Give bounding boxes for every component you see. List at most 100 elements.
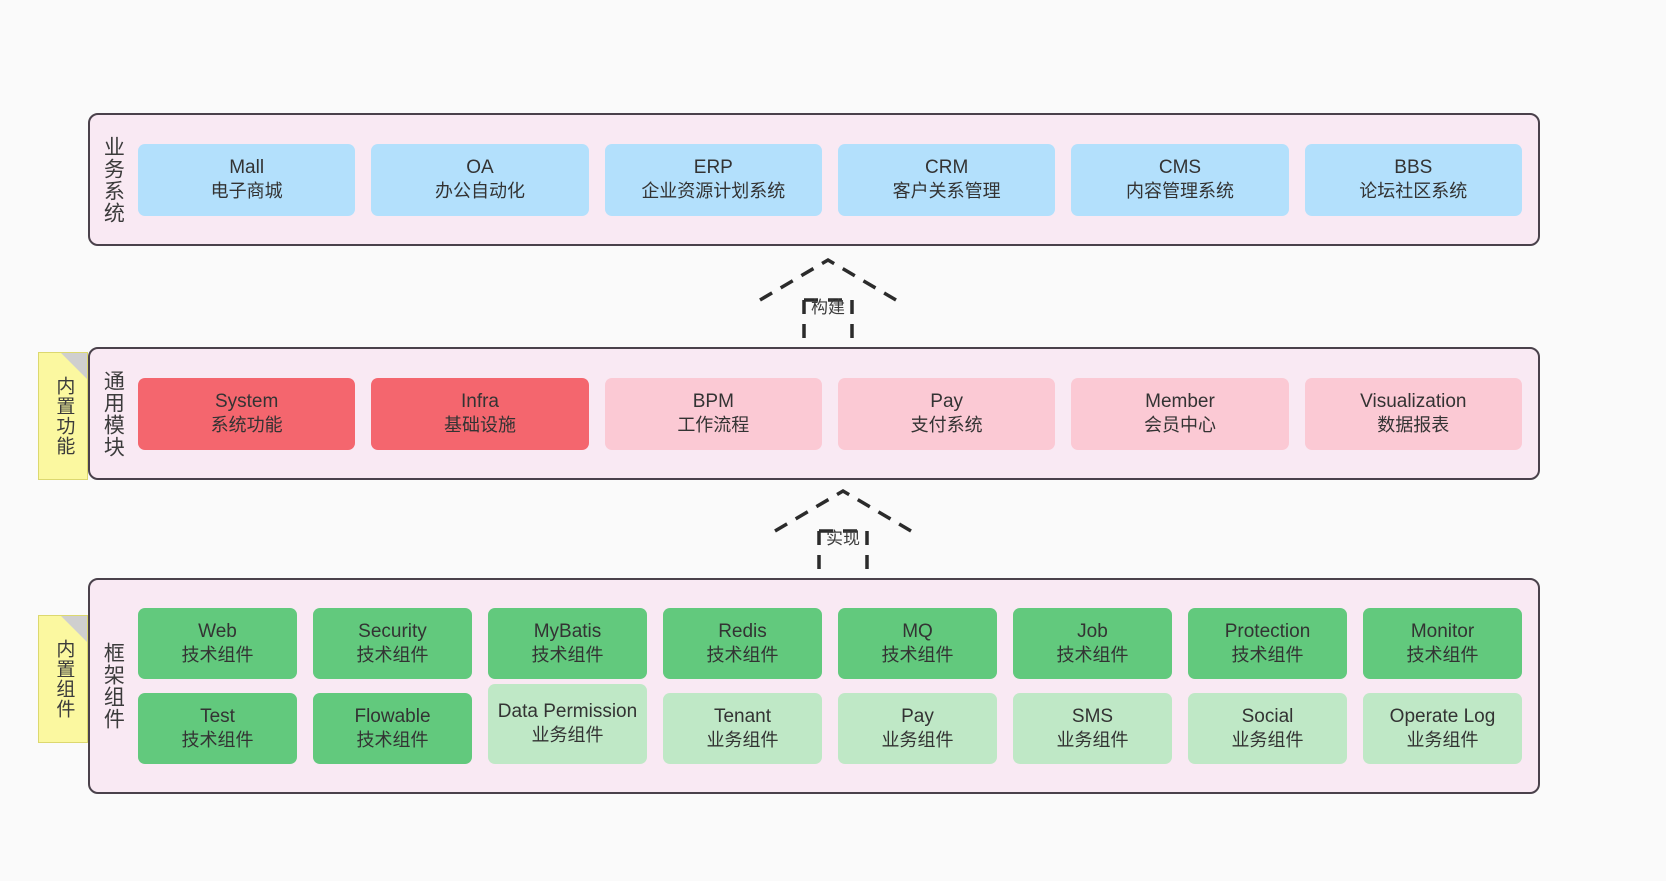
node-subtitle: 业务组件 [706,729,779,750]
node-system[interactable]: System 系统功能 [138,377,356,450]
build-arrow-icon [759,257,897,352]
node-sms[interactable]: SMS 业务组件 [1013,693,1172,764]
node-subtitle: 技术组件 [706,644,779,665]
node-cms[interactable]: CMS 内容管理系统 [1071,143,1289,216]
layer-common-modules: 通用模块 System 系统功能 Infra 基础设施 BPM 工作流程 Pay… [88,347,1540,480]
node-mq[interactable]: MQ 技术组件 [838,608,997,679]
node-title: ERP [693,156,733,178]
node-subtitle: 技术组件 [1056,644,1129,665]
node-title: Visualization [1360,390,1467,412]
node-subtitle: 支付系统 [910,414,983,435]
node-subtitle: 基础设施 [443,414,516,435]
node-subtitle: 技术组件 [356,644,429,665]
node-title: OA [466,156,494,178]
node-pay[interactable]: Pay 支付系统 [837,377,1056,450]
node-subtitle: 业务组件 [531,725,604,746]
connector-build: 构建 [738,252,918,352]
node-subtitle: 内容管理系统 [1125,180,1234,201]
node-title: Member [1145,390,1215,412]
note-builtin-features-label: 内置功能 [53,376,75,456]
box-row: System 系统功能 Infra 基础设施 BPM 工作流程 Pay 支付系统… [138,377,1522,450]
node-subtitle: 技术组件 [181,729,254,750]
node-subtitle: 技术组件 [356,729,429,750]
node-member[interactable]: Member 会员中心 [1071,377,1289,450]
node-subtitle: 电子商城 [210,180,283,201]
node-subtitle: 会员中心 [1143,414,1216,435]
node-security[interactable]: Security 技术组件 [313,608,472,679]
note-builtin-components: 内置组件 [38,615,88,743]
node-web[interactable]: Web 技术组件 [138,608,297,679]
node-title: MQ [902,620,933,642]
node-infra[interactable]: Infra 基础设施 [371,377,589,450]
node-title: CRM [925,156,969,178]
node-pay-component[interactable]: Pay 业务组件 [838,693,997,764]
node-data-permission[interactable]: Data Permission 业务组件 [488,684,647,764]
node-subtitle: 工作流程 [677,414,750,435]
node-title: Test [200,705,235,727]
node-bpm[interactable]: BPM 工作流程 [604,377,822,450]
node-subtitle: 技术组件 [531,644,604,665]
node-subtitle: 办公自动化 [434,180,525,201]
node-subtitle: 技术组件 [1406,644,1479,665]
node-title: Operate Log [1389,705,1496,727]
node-job[interactable]: Job 技术组件 [1013,608,1172,679]
note-builtin-features: 内置功能 [38,352,88,480]
node-subtitle: 技术组件 [1231,644,1304,665]
node-oa[interactable]: OA 办公自动化 [371,143,589,216]
note-fold-corner-icon [61,353,87,379]
layer-title-framework: 框架组件 [101,642,125,730]
node-title: Job [1077,620,1108,642]
node-protection[interactable]: Protection 技术组件 [1188,608,1347,679]
node-flowable[interactable]: Flowable 技术组件 [313,693,472,764]
node-test[interactable]: Test 技术组件 [138,693,297,764]
box-row: Mall 电子商城 OA 办公自动化 ERP 企业资源计划系统 CRM 客户关系… [138,143,1522,216]
node-erp[interactable]: ERP 企业资源计划系统 [604,143,822,216]
node-redis[interactable]: Redis 技术组件 [663,608,822,679]
connector-implement-label: 实现 [826,529,860,548]
node-title: Flowable [354,705,431,727]
node-title: MyBatis [533,620,602,642]
node-title: SMS [1071,705,1114,727]
node-title: Web [198,620,237,642]
node-title: Tenant [713,705,772,727]
node-crm[interactable]: CRM 客户关系管理 [837,143,1056,216]
node-title: BPM [692,390,734,412]
layer-common-boxes: System 系统功能 Infra 基础设施 BPM 工作流程 Pay 支付系统… [134,349,1538,478]
note-fold-corner-icon [61,616,87,642]
node-title: Security [358,620,427,642]
node-title: Social [1241,705,1294,727]
node-title: Data Permission [497,701,638,723]
node-mybatis[interactable]: MyBatis 技术组件 [488,608,647,679]
node-bbs[interactable]: BBS 论坛社区系统 [1304,143,1522,216]
node-subtitle: 企业资源计划系统 [641,180,786,201]
node-title: Redis [718,620,767,642]
node-subtitle: 客户关系管理 [892,180,1001,201]
node-mall[interactable]: Mall 电子商城 [138,143,356,216]
node-subtitle: 数据报表 [1377,414,1450,435]
node-subtitle: 业务组件 [881,729,954,750]
implement-arrow-icon [774,488,912,583]
layer-business-systems: 业务系统 Mall 电子商城 OA 办公自动化 ERP 企业资源计划系统 CRM… [88,113,1540,246]
node-monitor[interactable]: Monitor 技术组件 [1363,608,1522,679]
node-tenant[interactable]: Tenant 业务组件 [663,693,822,764]
layer-title-business: 业务系统 [101,135,125,224]
node-subtitle: 业务组件 [1056,729,1129,750]
node-subtitle: 技术组件 [881,644,954,665]
connector-implement: 实现 [753,483,933,583]
node-title: Protection [1224,620,1311,642]
node-social[interactable]: Social 业务组件 [1188,693,1347,764]
note-builtin-components-label: 内置组件 [53,639,75,719]
node-title: Pay [901,705,934,727]
node-title: Pay [930,390,964,412]
node-visualization[interactable]: Visualization 数据报表 [1304,377,1522,450]
node-subtitle: 系统功能 [210,414,283,435]
node-subtitle: 论坛社区系统 [1359,180,1468,201]
node-subtitle: 业务组件 [1406,729,1479,750]
node-title: BBS [1394,156,1433,178]
node-title: Infra [460,390,499,412]
node-operate-log[interactable]: Operate Log 业务组件 [1363,693,1522,764]
box-row: Web 技术组件 Security 技术组件 MyBatis 技术组件 Redi… [138,608,1522,679]
layer-business-boxes: Mall 电子商城 OA 办公自动化 ERP 企业资源计划系统 CRM 客户关系… [134,115,1538,244]
layer-title-common: 通用模块 [101,369,125,458]
node-subtitle: 技术组件 [181,644,254,665]
